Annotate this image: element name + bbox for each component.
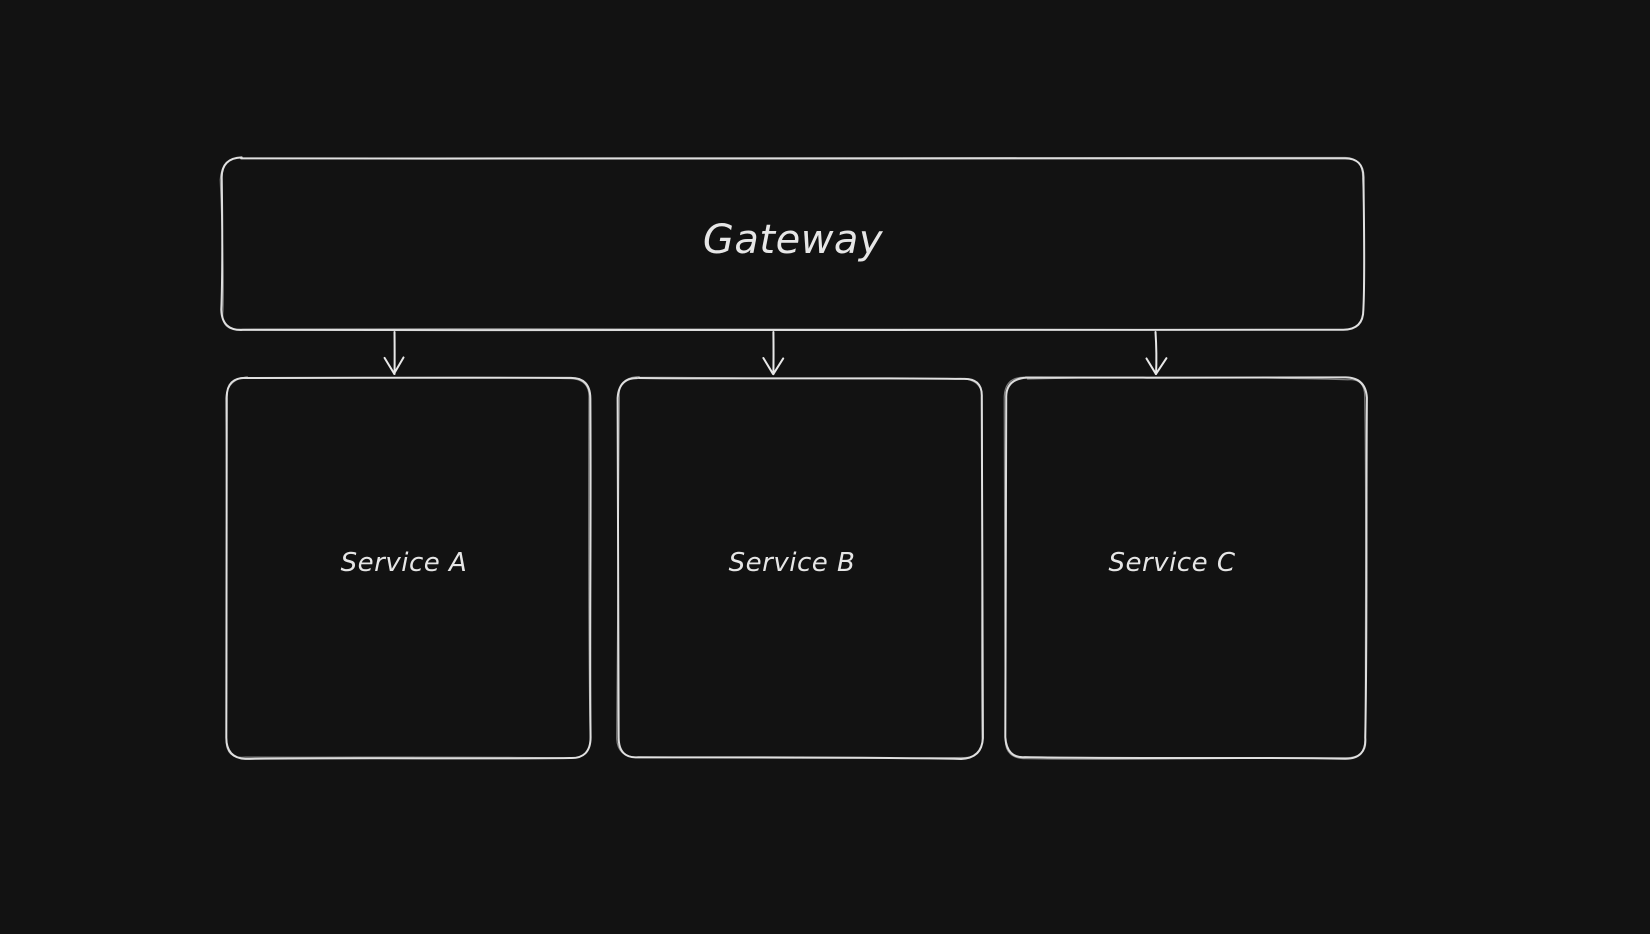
arrow-gateway-to-service-a-head-left — [383, 356, 396, 375]
arrow-gateway-to-service-c — [1145, 331, 1168, 376]
arrow-gateway-to-service-b-head-left — [762, 357, 774, 375]
arrow-gateway-to-service-b-head-right — [772, 357, 785, 376]
arrow-gateway-to-service-c-shaft — [1154, 331, 1158, 375]
service-b-node-outline — [616, 376, 984, 759]
arrow-gateway-to-service-c-head-left — [1145, 357, 1157, 375]
service-a-node-outline — [225, 376, 591, 759]
service-a-node-label: Service A — [340, 548, 468, 578]
service-b-node-label: Service B — [728, 548, 856, 578]
service-a-node[interactable] — [224, 376, 592, 760]
arrow-gateway-to-service-a-head-right — [393, 356, 405, 375]
service-c-node-outline — [1003, 376, 1367, 760]
service-c-node-label: Service C — [1108, 548, 1236, 578]
arrow-gateway-to-service-c-head-right — [1154, 357, 1168, 376]
gateway-label: Gateway — [702, 217, 884, 263]
arrow-gateway-to-service-a — [383, 331, 405, 375]
gateway-node[interactable] — [219, 156, 1366, 332]
service-b-node[interactable] — [616, 376, 984, 760]
gateway-node-outline — [219, 156, 1365, 331]
arrow-gateway-to-service-b — [762, 331, 785, 376]
service-c-node[interactable] — [1003, 376, 1368, 760]
